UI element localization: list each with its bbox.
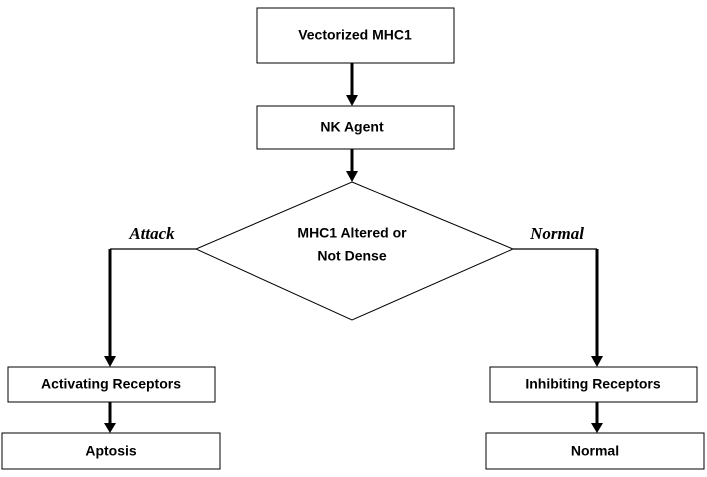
nk-agent-node: NK Agent: [256, 105, 455, 150]
decision-label-line2: Not Dense: [317, 248, 386, 264]
vectorized-mhc1-label: Vectorized MHC1: [298, 27, 412, 43]
aptosis-box: [1, 432, 221, 470]
aptosis-label: Aptosis: [85, 443, 137, 459]
normal-branch-label: Normal: [529, 224, 584, 243]
decision-node: MHC1 Altered or Not Dense: [194, 181, 515, 321]
vectorized-mhc1-box: [256, 7, 455, 64]
nk-agent-box: [256, 105, 455, 150]
inhibiting-receptors-label: Inhibiting Receptors: [525, 376, 661, 392]
arrow-nk-to-decision: [346, 149, 358, 182]
activating-receptors-label: Activating Receptors: [41, 376, 181, 392]
arrow-activating-to-aptosis: [104, 402, 116, 433]
decision-label-line1: MHC1 Altered or: [297, 225, 407, 241]
arrow-inhibiting-to-normal: [591, 402, 603, 433]
normal-node: Normal: [485, 432, 705, 470]
right-branch-connector: [513, 248, 603, 367]
decision-diamond: [194, 181, 515, 321]
inhibiting-receptors-box: [489, 366, 698, 403]
activating-receptors-node: Activating Receptors: [7, 366, 216, 403]
normal-box: [485, 432, 705, 470]
attack-branch-label: Attack: [128, 224, 175, 243]
vectorized-mhc1-node: Vectorized MHC1: [256, 7, 455, 64]
aptosis-node: Aptosis: [1, 432, 221, 470]
activating-receptors-box: [7, 366, 216, 403]
nk-agent-label: NK Agent: [320, 119, 384, 135]
arrow-vectorized-to-nk: [346, 63, 358, 106]
inhibiting-receptors-node: Inhibiting Receptors: [489, 366, 698, 403]
left-branch-connector: [104, 248, 196, 367]
normal-label: Normal: [571, 443, 619, 459]
